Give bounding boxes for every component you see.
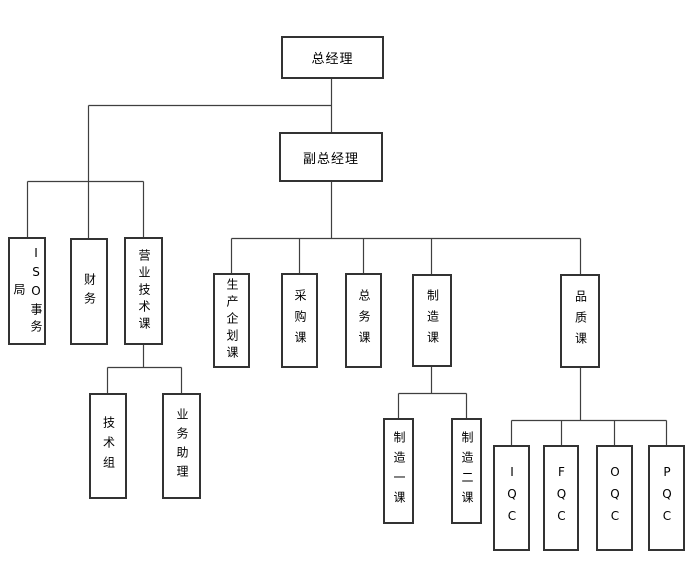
general-manager-label: 总经理 (311, 52, 354, 67)
business-assistant-label: 业务助理 (175, 408, 189, 484)
org-node-general-manager: 总经理 (281, 36, 384, 79)
iqc-label: IQC (505, 465, 519, 531)
general-affairs-label: 总务课 (357, 289, 371, 352)
oqc-label: OQC (608, 465, 622, 531)
finance-label: 财务 (82, 272, 97, 311)
iso-office-label: ISO事务局 (12, 245, 43, 337)
manufacturing-2-label: 制造二课 (460, 431, 474, 511)
pqc-label: PQC (660, 465, 674, 531)
org-node-tech-group: 技术组 (89, 393, 127, 499)
manufacturing-1-label: 制造一课 (392, 431, 406, 511)
org-node-fqc: FQC (543, 445, 579, 551)
org-node-iqc: IQC (493, 445, 530, 551)
org-node-deputy-general-manager: 副总经理 (279, 132, 383, 182)
production-planning-label: 生产企划课 (225, 278, 239, 363)
org-node-production-planning: 生产企划课 (213, 273, 250, 368)
quality-section-label: 品质课 (573, 289, 588, 353)
sales-tech-section-label: 营业技术课 (137, 248, 151, 334)
tech-group-label: 技术组 (101, 416, 116, 476)
org-node-finance: 财务 (70, 238, 108, 345)
org-node-iso-office: ISO事务局 (8, 237, 46, 345)
org-node-pqc: PQC (648, 445, 685, 551)
org-node-quality-section: 品质课 (560, 274, 600, 368)
org-node-general-affairs: 总务课 (345, 273, 382, 368)
org-node-manufacturing-1: 制造一课 (383, 418, 414, 524)
org-node-manufacturing-2: 制造二课 (451, 418, 482, 524)
org-node-oqc: OQC (596, 445, 633, 551)
org-node-business-assistant: 业务助理 (162, 393, 201, 499)
org-node-manufacturing-section: 制造课 (412, 274, 452, 367)
org-node-sales-tech-section: 营业技术课 (124, 237, 163, 345)
deputy-general-manager-label: 副总经理 (302, 151, 359, 167)
org-node-purchasing-section: 采购课 (281, 273, 318, 368)
manufacturing-section-label: 制造课 (425, 289, 440, 352)
purchasing-section-label: 采购课 (293, 289, 307, 352)
fqc-label: FQC (554, 465, 569, 531)
